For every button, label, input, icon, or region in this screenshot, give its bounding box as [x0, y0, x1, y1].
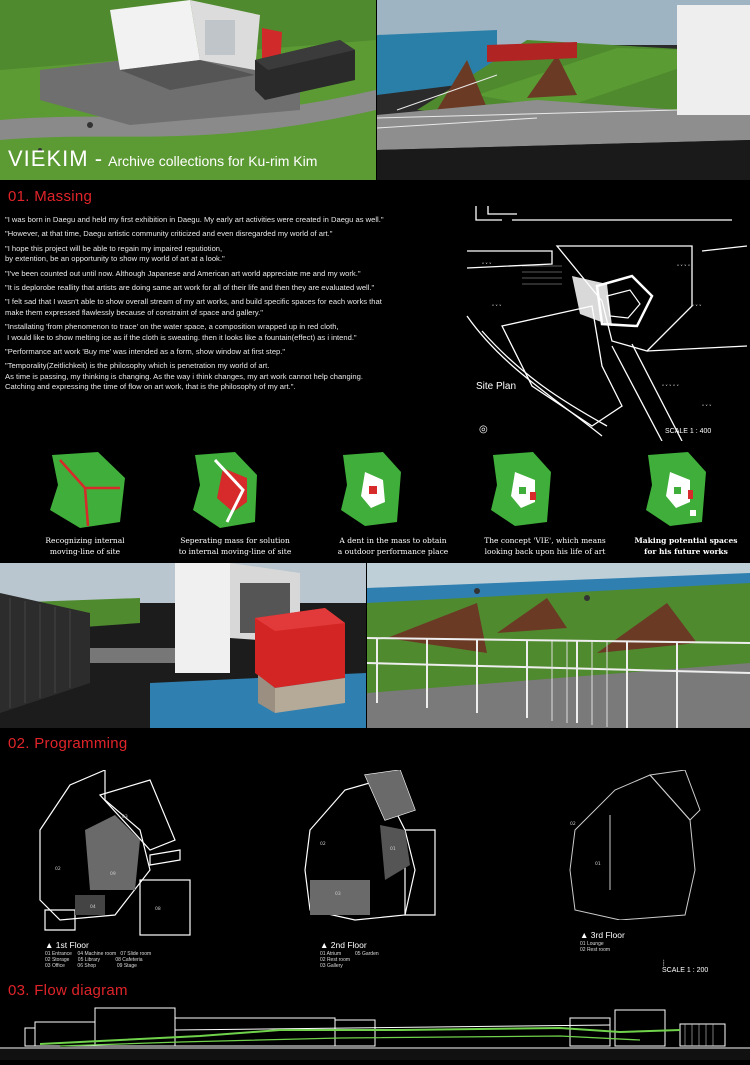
svg-text:04: 04	[90, 904, 96, 910]
svg-text:ᵥ ᵥ ᵥ ᵥ ᵥ: ᵥ ᵥ ᵥ ᵥ ᵥ	[662, 382, 679, 388]
svg-text:ᵥ ᵥ ᵥ ᵥ: ᵥ ᵥ ᵥ ᵥ	[677, 262, 690, 268]
site-plan-drawing: ᵥ ᵥ ᵥ ᵥ ᵥ ᵥ ᵥ ᵥ ᵥ ᵥ ᵥ ᵥ ᵥ ᵥ ᵥ ᵥ ᵥ ᵥ ᵥ ᵥ ᵥ	[462, 206, 748, 442]
floor-1-title-text: 1st Floor	[55, 940, 89, 950]
title-subtitle: Archive collections for Ku-rim Kim	[108, 153, 318, 169]
svg-text:ᵥ ᵥ ᵥ: ᵥ ᵥ ᵥ	[692, 302, 701, 308]
floor-2-title-text: 2nd Floor	[330, 940, 367, 950]
floor-1-legend: 01 Entrance 04 Machine room 07 Slide roo…	[45, 951, 152, 969]
quote-7: "Installating 'from phenomenon to trace'…	[5, 322, 357, 342]
quote-5: "It is deplorobe reallity that artists a…	[5, 283, 375, 293]
floor-3-title-text: 3rd Floor	[590, 930, 625, 940]
svg-text:02: 02	[570, 821, 576, 827]
section-flow-title: 03. Flow diagram	[8, 982, 128, 999]
floor-1-title: ▲ 1st Floor	[45, 940, 89, 950]
scale-north-icon: ┆	[662, 961, 666, 967]
floor-3-drawing: 01 02	[569, 769, 701, 921]
floor-1-drawing: 09 02 08 03 04	[39, 769, 191, 936]
svg-text:02: 02	[55, 866, 61, 872]
diagram-3-caption: A dent in the mass to obtain a outdoor p…	[337, 536, 449, 556]
quotes-block: "I was born in Daegu and held my first e…	[5, 215, 445, 393]
title-main: VIEKIM	[8, 146, 89, 171]
floor-2-drawing: 03 02 01	[304, 769, 436, 921]
title-dash: -	[88, 146, 109, 171]
diagram-2-caption: Seperating mass for solution to internal…	[178, 536, 292, 556]
site-plan: ᵥ ᵥ ᵥ ᵥ ᵥ ᵥ ᵥ ᵥ ᵥ ᵥ ᵥ ᵥ ᵥ ᵥ ᵥ ᵥ ᵥ ᵥ ᵥ ᵥ ᵥ S…	[462, 206, 748, 442]
svg-text:ᵥ ᵥ ᵥ: ᵥ ᵥ ᵥ	[702, 402, 711, 408]
svg-text:01: 01	[390, 846, 396, 852]
floor-icon: ▲	[320, 940, 329, 950]
quote-6: "I felt sad that I wasn't able to show o…	[5, 297, 382, 317]
site-plan-scale: SCALE 1 : 400	[665, 428, 712, 435]
quote-3: "I hope this project will be able to reg…	[5, 243, 225, 264]
render-bridge-deck	[377, 0, 750, 180]
diagram-5-caption: Making potential spaces for his future w…	[634, 536, 738, 556]
flow-section-drawing	[0, 1007, 750, 1060]
quote-1: "I was born in Daegu and held my first e…	[5, 215, 384, 224]
floor-2-title: ▲ 2nd Floor	[320, 940, 367, 950]
svg-text:01: 01	[595, 861, 601, 867]
flow-diagram-section	[0, 1000, 750, 1060]
diagram-5-shape	[646, 452, 706, 526]
render-exterior-aerial	[0, 0, 376, 180]
floor-3-title: ▲ 3rd Floor	[580, 930, 625, 940]
svg-text:03: 03	[335, 891, 341, 897]
plan-scale-text: SCALE 1 : 200	[662, 967, 709, 974]
section-programming-title: 02. Programming	[8, 735, 128, 752]
diagram-2-shape	[193, 452, 257, 528]
diagram-1-caption: Recognizing internal moving-line of site	[45, 536, 125, 556]
quote-4: "I've been counted out until now. Althou…	[5, 268, 361, 278]
svg-text:03: 03	[122, 814, 128, 820]
svg-text:09: 09	[110, 871, 116, 877]
svg-text:08: 08	[155, 906, 161, 912]
svg-text:ᵥ ᵥ ᵥ: ᵥ ᵥ ᵥ	[492, 302, 501, 308]
massing-diagrams: Recognizing internal moving-line of site…	[0, 450, 750, 560]
plan-scale: ┆ SCALE 1 : 200	[662, 960, 708, 974]
section-massing-title: 01. Massing	[8, 188, 93, 205]
quote-8: "Performance art work 'Buy me' was inten…	[5, 347, 286, 357]
site-plan-label: Site Plan	[476, 381, 517, 392]
floor-plan-2: 03 02 01 ▲ 2nd Floor 01 Atrium 05 Garden 0…	[295, 769, 465, 970]
floor-icon: ▲	[580, 930, 589, 940]
project-title: VIEKIM - Archive collections for Ku-rim …	[8, 146, 317, 172]
floor-2-legend: 01 Atrium 05 Garden 02 Rest room 03 Gall…	[320, 951, 379, 969]
svg-text:ᵥ ᵥ ᵥ: ᵥ ᵥ ᵥ	[482, 260, 491, 266]
floor-plan-3: 01 02 ▲ 3rd Floor 01 Lounge 02 Rest room	[560, 769, 740, 970]
floor-3-legend: 01 Lounge 02 Rest room	[580, 941, 611, 953]
north-arrow-icon: ◎	[479, 424, 488, 435]
diagram-1-shape	[50, 452, 125, 528]
svg-text:02: 02	[320, 841, 326, 847]
render-red-cube	[0, 563, 366, 728]
render-railing-landscape	[367, 563, 750, 728]
quote-9: "Temporality(Zeitlichkeit) is the philos…	[5, 361, 363, 392]
diagram-3-shape	[341, 452, 401, 526]
floor-icon: ▲	[45, 940, 54, 950]
diagram-4-shape	[491, 452, 551, 526]
quote-2: "However, at that time, Daegu artistic c…	[5, 229, 333, 239]
floor-plan-1: 09 02 08 03 04 ▲ 1st Floor 01 Entrance 04 Ma…	[30, 769, 220, 970]
diagram-4-caption: The concept 'VIE', which means looking b…	[484, 536, 606, 556]
